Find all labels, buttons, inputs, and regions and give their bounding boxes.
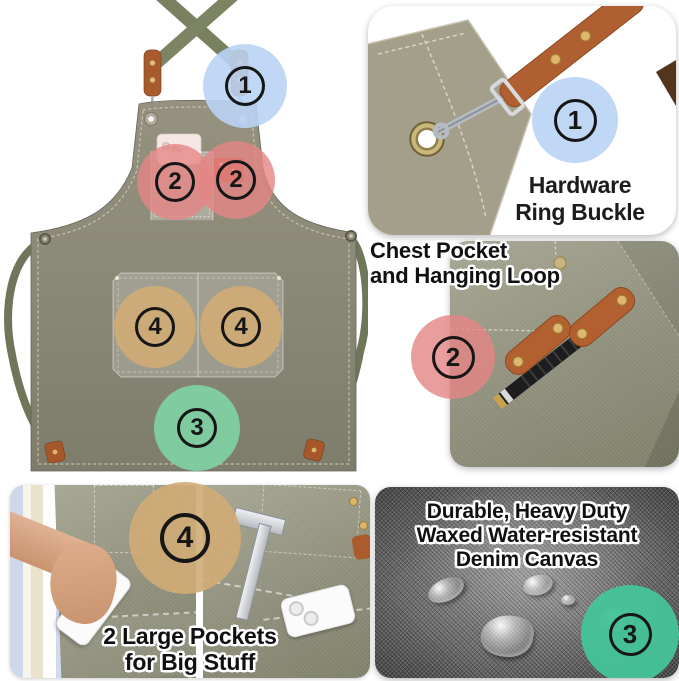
metal-clasp xyxy=(432,95,504,140)
denim-canvas-card: Durable, Heavy Duty Waxed Water-resistan… xyxy=(375,487,679,678)
chest-pocket-feature-title: Chest Pocket and Hanging Loop xyxy=(370,238,560,288)
chest-title-line2: and Hanging Loop xyxy=(370,263,560,288)
badge-number: 4 xyxy=(221,307,261,347)
chest-pocket-photo xyxy=(450,241,679,467)
chest-pocket-card xyxy=(450,241,679,467)
badge-number: 4 xyxy=(135,307,175,347)
badge-number: 2 xyxy=(431,335,475,379)
feature-badge-2-card: 2 xyxy=(411,315,495,399)
hardware-title-line2: Ring Buckle xyxy=(515,199,645,225)
large-pockets-caption: 2 Large Pockets for Big Stuff xyxy=(10,623,370,675)
brass-rivet xyxy=(359,521,368,530)
pockets-caption-line1: 2 Large Pockets xyxy=(103,623,277,649)
camera-lens xyxy=(287,599,306,618)
feature-badge-3-card: 3 xyxy=(581,585,679,678)
feature-badge-1-card: 1 xyxy=(532,77,618,163)
badge-number: 3 xyxy=(177,408,217,448)
leather-loop-left xyxy=(504,315,572,375)
snap-button xyxy=(553,256,567,270)
badge-number: 2 xyxy=(155,162,195,202)
brass-rivet xyxy=(349,497,358,506)
feature-badge-2-apron-right: 2 xyxy=(197,141,275,219)
waist-grommets xyxy=(39,230,357,245)
badge-number: 4 xyxy=(160,513,210,563)
hardware-title-line1: Hardware xyxy=(528,172,632,198)
badge-number: 1 xyxy=(553,98,597,142)
badge-number: 3 xyxy=(608,612,652,656)
leather-strap xyxy=(489,6,644,117)
canvas-title-line3: Denim Canvas xyxy=(455,548,599,571)
water-droplet xyxy=(520,571,556,599)
feature-badge-4-card: 4 xyxy=(129,482,241,594)
pockets-caption-line2: for Big Stuff xyxy=(124,649,256,675)
hardware-buckle-card: 1 Hardware Ring Buckle xyxy=(368,6,676,235)
badge-number: 1 xyxy=(225,66,265,106)
strap-shadow-corner xyxy=(656,60,676,106)
leather-tab xyxy=(351,533,370,561)
canvas-title-line2: Waxed Water-resistant xyxy=(416,524,638,547)
chest-title-line1: Chest Pocket xyxy=(370,238,507,263)
hardware-feature-title: Hardware Ring Buckle xyxy=(486,172,674,226)
feature-badge-4-apron-left: 4 xyxy=(114,286,196,368)
feature-badge-1-apron: 1 xyxy=(203,44,287,128)
feature-badge-4-apron-right: 4 xyxy=(200,286,282,368)
leather-loop-right xyxy=(568,287,636,347)
water-droplet xyxy=(561,595,575,605)
buckle-closeup-photo xyxy=(368,6,676,235)
feature-badge-3-apron: 3 xyxy=(154,385,240,471)
tie-leather-tabs xyxy=(44,438,325,464)
badge-number: 2 xyxy=(216,160,256,200)
water-droplet xyxy=(424,572,468,608)
canvas-feature-title: Durable, Heavy Duty Waxed Water-resistan… xyxy=(375,500,679,572)
canvas-title-line1: Durable, Heavy Duty xyxy=(426,500,628,523)
water-droplet xyxy=(477,610,537,662)
